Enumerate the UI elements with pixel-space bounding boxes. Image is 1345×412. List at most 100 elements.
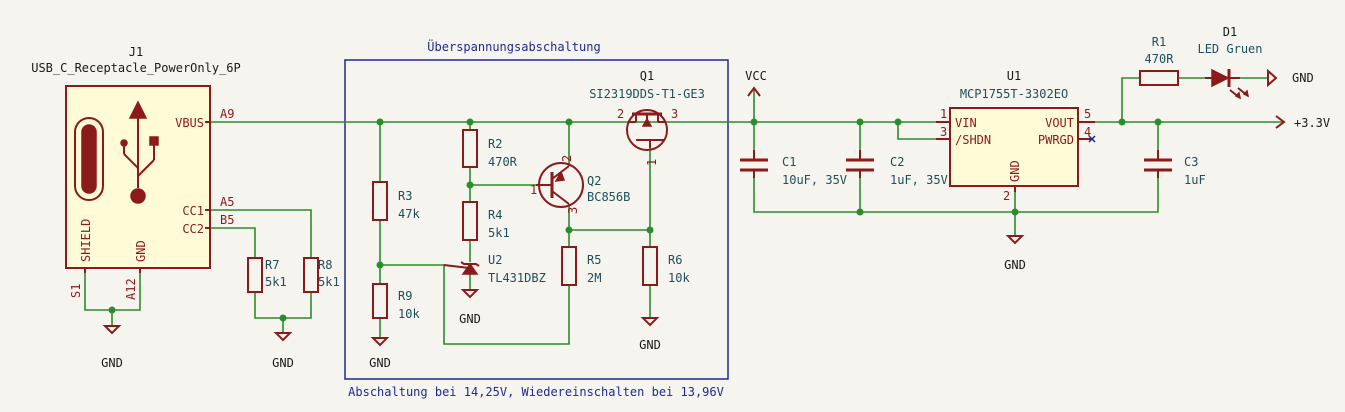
- q1-pin-3: 3: [671, 107, 678, 121]
- r5-ref: R5: [587, 253, 601, 267]
- j1-pin-shield: SHIELD: [79, 219, 93, 262]
- q2-pin-2: 2: [560, 155, 574, 162]
- r5-value: 2M: [587, 271, 601, 285]
- gnd-symbol-r6: GND: [639, 317, 661, 352]
- d1-value: LED Gruen: [1197, 42, 1262, 56]
- gnd-symbol-j1: GND: [101, 325, 123, 370]
- r6-resistor: R6 10k: [642, 246, 690, 286]
- u1-regulator: U1 MCP1755T-3302EO VIN /SHDN VOUT PWRGD …: [936, 69, 1096, 203]
- q1-ref: Q1: [640, 69, 654, 83]
- r2-resistor: R2 470R: [462, 129, 518, 169]
- u2-shunt-regulator: U2 TL431DBZ: [443, 253, 546, 285]
- j1-pin-cc2: CC2: [182, 222, 204, 236]
- gnd-label-cc: GND: [272, 356, 294, 370]
- j1-pin-s1: S1: [69, 284, 83, 298]
- u1-pin-3: 3: [940, 125, 947, 139]
- overvoltage-frame: [344, 59, 729, 380]
- gnd-label-j1: GND: [101, 356, 123, 370]
- r1-resistor: R1 470R: [1139, 35, 1179, 86]
- c3-capacitor: C3 1uF: [1144, 150, 1206, 187]
- r7-ref: R7: [265, 258, 279, 272]
- output-3v3-label: +3.3V: [1294, 116, 1330, 130]
- usb-icon: [120, 100, 159, 204]
- q2-transistor: Q2 BC856B 1 2 3: [530, 155, 630, 214]
- q1-pin-2: 2: [617, 107, 624, 121]
- j1-pin-a12: A12: [124, 278, 138, 300]
- u1-pin-gnd: GND: [1008, 160, 1022, 182]
- vcc-symbol: VCC: [745, 69, 767, 97]
- r3-ref: R3: [398, 189, 412, 203]
- gnd-label-led: GND: [1292, 71, 1314, 85]
- gnd-label-u2: GND: [459, 312, 481, 326]
- r1-value: 470R: [1145, 52, 1175, 66]
- frame-title: Überspannungsabschaltung: [427, 38, 600, 54]
- q2-pin-1: 1: [530, 183, 537, 197]
- u1-pin-1: 1: [940, 107, 947, 121]
- c2-ref: C2: [890, 155, 904, 169]
- d1-led: D1 LED Gruen: [1197, 25, 1263, 100]
- output-3v3-symbol: +3.3V: [1275, 115, 1330, 130]
- r4-value: 5k1: [488, 226, 510, 240]
- vcc-label: VCC: [745, 69, 767, 83]
- c2-value: 1uF, 35V: [890, 173, 948, 187]
- r8-value: 5k1: [318, 275, 340, 289]
- c3-ref: C3: [1184, 155, 1198, 169]
- gnd-symbol-u2: GND: [459, 289, 481, 326]
- r2-ref: R2: [488, 137, 502, 151]
- j1-connector: J1 USB_C_Receptacle_PowerOnly_6P VBUS CC…: [31, 45, 241, 300]
- r1-ref: R1: [1152, 35, 1166, 49]
- wires: [84, 77, 1283, 345]
- r6-ref: R6: [668, 253, 682, 267]
- j1-pin-a5: A5: [220, 195, 234, 209]
- r8-resistor: R8 5k1: [303, 257, 340, 293]
- j1-value: USB_C_Receptacle_PowerOnly_6P: [31, 61, 241, 75]
- u1-pin-vout: VOUT: [1045, 116, 1074, 130]
- c1-capacitor: C1 10uF, 35V: [740, 150, 847, 187]
- u1-pin-2: 2: [1003, 189, 1010, 203]
- r3-resistor: R3 47k: [372, 181, 420, 221]
- c3-value: 1uF: [1184, 173, 1206, 187]
- gnd-symbol-r9: GND: [369, 337, 391, 370]
- q1-pin-1: 1: [645, 159, 659, 166]
- r6-value: 10k: [668, 271, 690, 285]
- j1-pin-a9: A9: [220, 107, 234, 121]
- r9-value: 10k: [398, 307, 420, 321]
- j1-pin-vbus: VBUS: [175, 116, 204, 130]
- u1-pin-vin: VIN: [955, 116, 977, 130]
- usb-c-receptacle-icon: [74, 117, 104, 201]
- junctions: [108, 118, 1162, 322]
- j1-pin-cc1: CC1: [182, 204, 204, 218]
- q2-value: BC856B: [587, 190, 630, 204]
- gnd-symbol-led: GND: [1267, 68, 1314, 88]
- no-connect-icon: [1088, 135, 1096, 143]
- q1-mosfet: Q1 SI2319DDS-T1-GE3 2 3 1: [589, 69, 705, 166]
- r9-ref: R9: [398, 289, 412, 303]
- frame-note: Abschaltung bei 14,25V, Wiedereinschalte…: [348, 385, 724, 399]
- r4-resistor: R4 5k1: [462, 201, 510, 241]
- u1-pin-4: 4: [1084, 125, 1091, 139]
- gnd-symbol-u1: GND: [1004, 235, 1026, 272]
- r7-resistor: R7 5k1: [247, 257, 287, 293]
- r8-ref: R8: [318, 258, 332, 272]
- r9-resistor: R9 10k: [372, 283, 420, 321]
- u1-pin-5: 5: [1084, 107, 1091, 121]
- gnd-label-r6: GND: [639, 338, 661, 352]
- q2-pin-3: 3: [566, 207, 580, 214]
- c1-value: 10uF, 35V: [782, 173, 847, 187]
- u2-ref: U2: [488, 253, 502, 267]
- r7-value: 5k1: [265, 275, 287, 289]
- j1-pin-b5: B5: [220, 213, 234, 227]
- d1-ref: D1: [1223, 25, 1237, 39]
- j1-pin-gnd: GND: [134, 240, 148, 262]
- j1-ref: J1: [129, 45, 143, 59]
- r5-resistor: R5 2M: [561, 246, 601, 286]
- q1-value: SI2319DDS-T1-GE3: [589, 87, 705, 101]
- gnd-label-u1: GND: [1004, 258, 1026, 272]
- r4-ref: R4: [488, 208, 502, 222]
- q2-ref: Q2: [587, 174, 601, 188]
- r2-value: 470R: [488, 155, 518, 169]
- u1-value: MCP1755T-3302EO: [960, 87, 1068, 101]
- u1-pin-pwrgd: PWRGD: [1038, 133, 1074, 147]
- u1-ref: U1: [1007, 69, 1021, 83]
